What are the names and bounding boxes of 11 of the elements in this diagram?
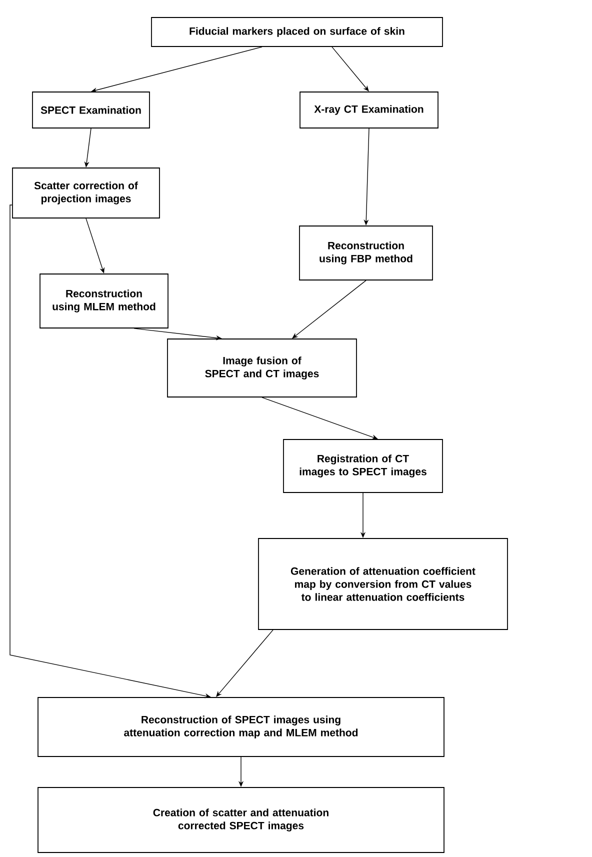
process-box: Reconstruction using FBP method [299,226,433,280]
process-box: Fiducial markers placed on surface of skin [151,17,443,47]
process-box: Reconstruction using MLEM method [40,274,168,328]
process-box: Registration of CT images to SPECT images [283,439,443,493]
process-box: Reconstruction of SPECT images using attenuation correction map and MLEM method [38,697,444,757]
process-box: Scatter correction of projection images [12,168,160,218]
process-box: Image fusion of SPECT and CT images [167,338,357,398]
process-box: SPECT Examination [32,92,150,128]
process-box: X-ray CT Examination [300,92,438,128]
process-box: Creation of scatter and attenuation corrected SPECT images [38,787,444,853]
process-box: Generation of attenuation coefficient map by conversion from CT values to linear attenuation coefficients [258,538,508,630]
